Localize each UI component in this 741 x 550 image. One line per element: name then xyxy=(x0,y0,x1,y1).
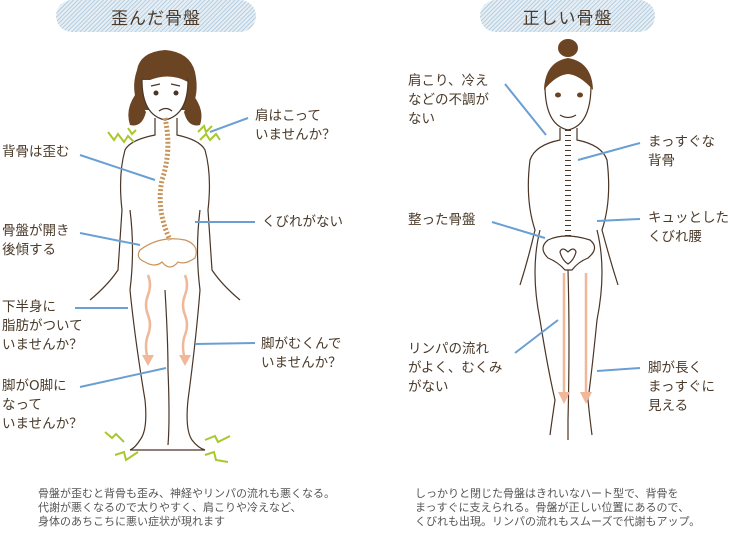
label-straight-spine: まっすぐな 背骨 xyxy=(648,134,715,169)
left-spine xyxy=(157,117,173,242)
label-distorted-spine: 背骨は歪む xyxy=(2,144,70,160)
label-good-lymph: リンパの流れ がよく、むくみ がない xyxy=(408,341,503,395)
label-lower-body-fat: 下半身に 脂肪がついて いませんか？ xyxy=(2,299,83,353)
left-figure xyxy=(89,50,241,451)
label-leg-swelling: 脚がむくんで いませんか？ xyxy=(261,336,342,371)
label-pelvis-open: 骨盤が開き 後傾する xyxy=(2,223,70,258)
label-no-waist: くびれがない xyxy=(262,214,343,230)
right-figure xyxy=(519,39,619,440)
label-o-legs: 脚がO脚に なって いませんか？ xyxy=(2,378,83,432)
right-title: 正しい骨盤 xyxy=(522,8,613,29)
left-caption: 骨盤が歪むと背骨も歪み、神経やリンパの流れも悪くなる。 代謝が悪くなるので太りや… xyxy=(38,488,335,528)
label-aligned-pelvis: 整った骨盤 xyxy=(408,212,476,228)
leader-lines xyxy=(75,83,641,388)
label-tight-waist: キュッとした くびれ腰 xyxy=(648,210,729,245)
label-long-legs: 脚が長く まっすぐに 見える xyxy=(648,360,715,414)
right-title-pill: 正しい骨盤 xyxy=(480,0,655,32)
left-title: 歪んだ骨盤 xyxy=(111,8,201,29)
label-shoulder-stiffness: 肩はこって いませんか？ xyxy=(255,108,336,143)
left-title-pill: 歪んだ骨盤 xyxy=(56,0,256,32)
right-caption: しっかりと閉じた骨盤はきれいなハート型で、背骨を まっすぐに支えられる。骨盤が正… xyxy=(415,488,701,528)
label-no-discomfort: 肩こり、冷え などの不調が ない xyxy=(408,73,489,127)
